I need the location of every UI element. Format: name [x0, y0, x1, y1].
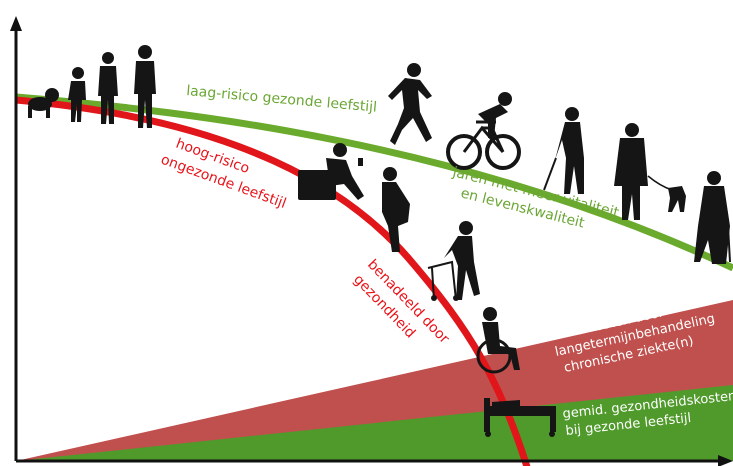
- person-with-walker-icon: [427, 221, 480, 301]
- x-axis: [16, 455, 733, 466]
- person-in-wheelchair-icon: [476, 307, 520, 374]
- hospital-bed-icon: [484, 398, 556, 437]
- green-curve-low-risk: [15, 93, 733, 272]
- cyclist-icon: [446, 92, 521, 170]
- golfer-icon: [543, 107, 584, 194]
- runner-icon: [388, 63, 432, 145]
- green-curve-label: laag-risico gezonde leefstijl: [186, 83, 378, 116]
- x-axis-arrow-icon: [718, 455, 733, 466]
- adult-standing-icon: [134, 45, 156, 128]
- y-axis: [10, 16, 22, 461]
- teen-standing-icon: [98, 52, 118, 124]
- average-costs-band: [16, 385, 733, 461]
- baby-crawling-icon: [28, 88, 59, 118]
- dog-walker-icon: [614, 123, 686, 220]
- child-standing-icon: [68, 67, 86, 122]
- y-axis-arrow-icon: [10, 16, 22, 31]
- overweight-person-icon: [382, 167, 410, 252]
- elderly-with-cane-icon: [694, 171, 731, 264]
- person-sitting-with-beer-icon: [298, 143, 364, 200]
